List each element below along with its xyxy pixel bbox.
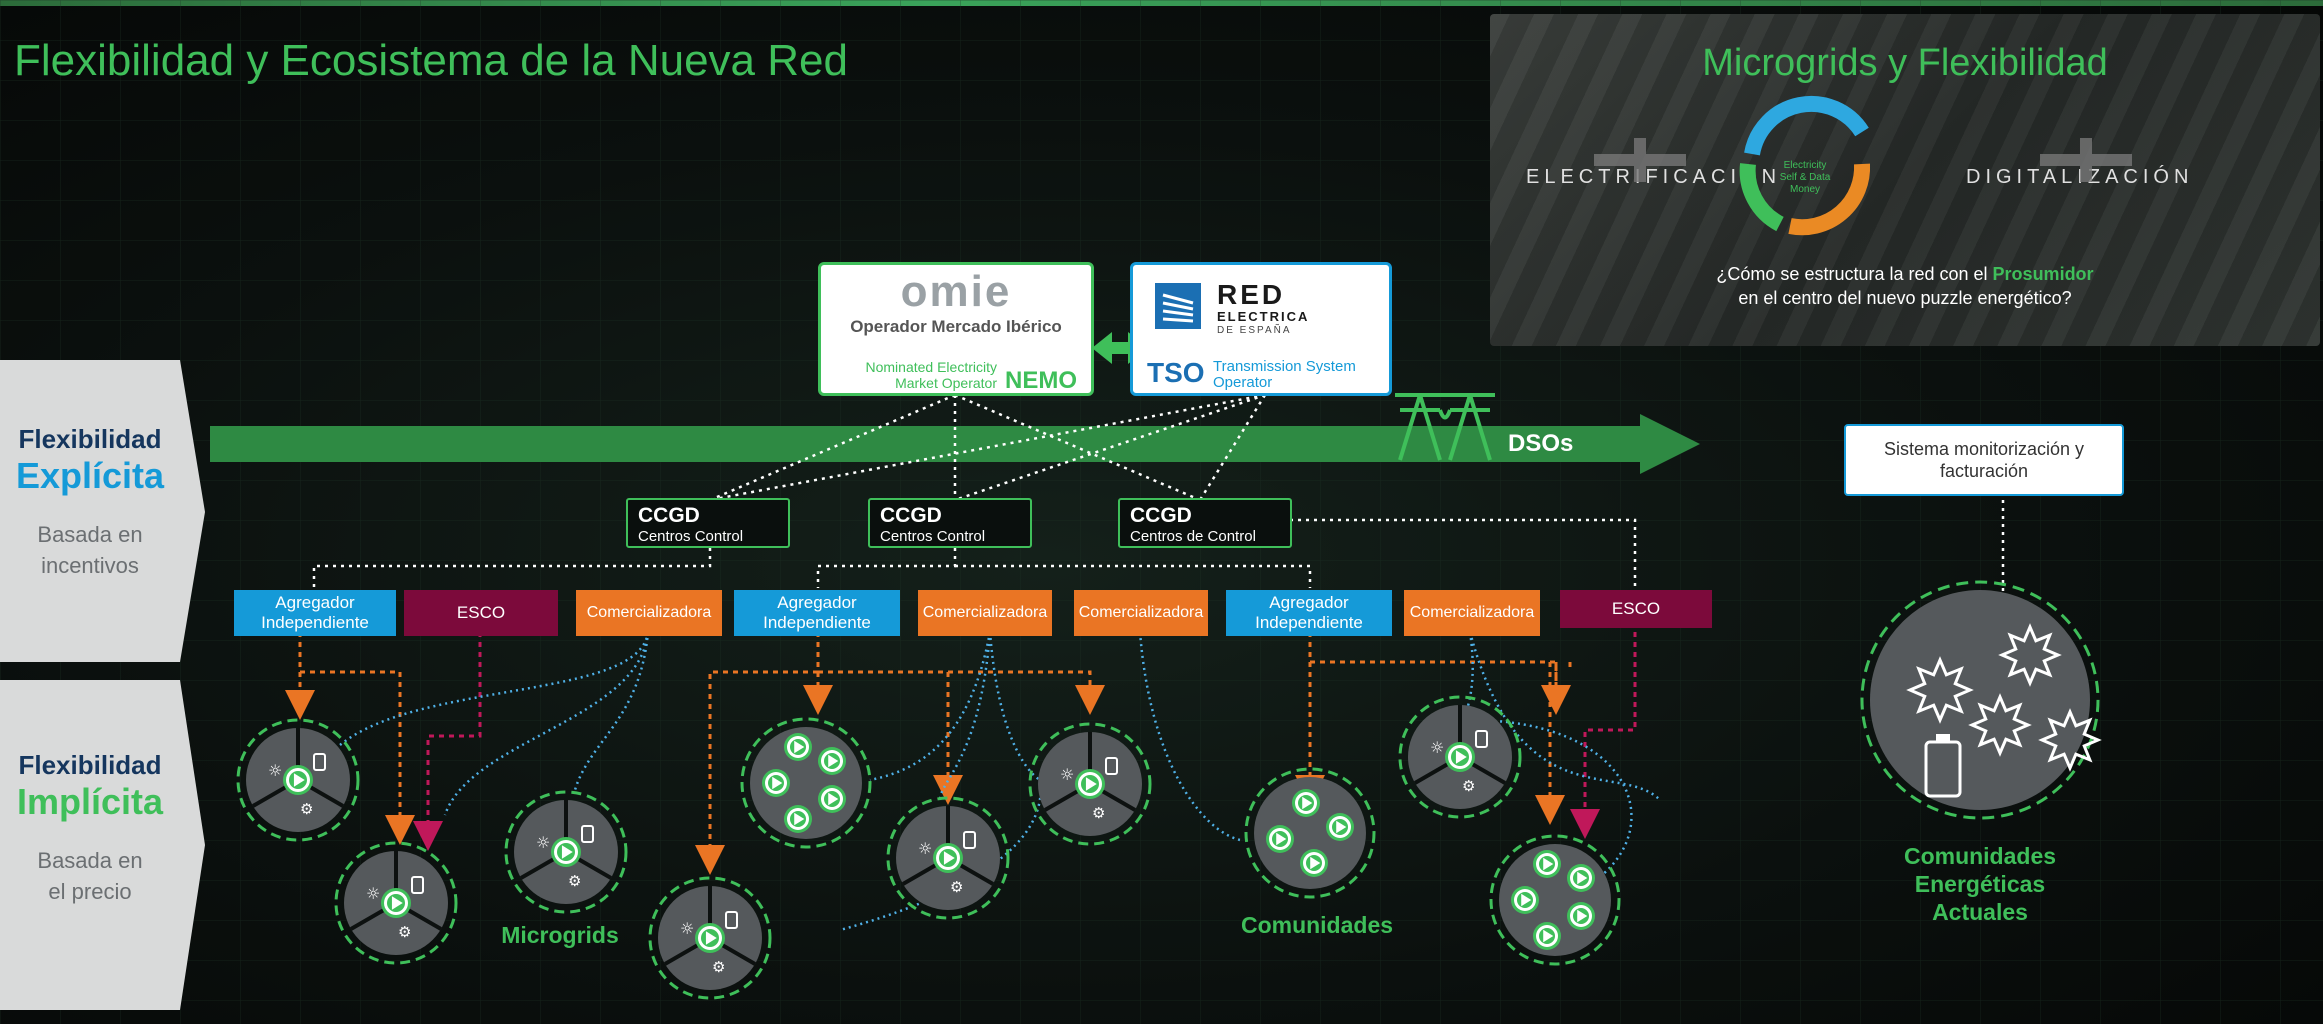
- svg-text:☼: ☼: [918, 839, 932, 858]
- svg-text:⚙: ⚙: [1092, 804, 1105, 822]
- video-thumbnail[interactable]: Microgrids y Flexibilidad ELECTRIFICACIO…: [1490, 14, 2320, 346]
- community-node-1: [740, 717, 872, 849]
- dso-arrow-head: [1640, 414, 1700, 474]
- video-title: Microgrids y Flexibilidad: [1702, 42, 2108, 84]
- svg-text:☼: ☼: [536, 833, 550, 852]
- community-node-2: [1244, 767, 1376, 899]
- video-backdrop: [1490, 14, 2320, 346]
- svg-text:⚙: ⚙: [1462, 777, 1475, 795]
- agregador-box-1: Agregador Independiente: [234, 590, 396, 636]
- prosumer-node-7: ☼⚙: [1398, 695, 1522, 819]
- omie-name: Operador Mercado Ibérico: [850, 317, 1062, 336]
- svg-text:☼: ☼: [680, 919, 694, 938]
- cycle-text: Electricity Self & Data Money: [1779, 160, 1831, 195]
- video-left-word: ELECTRIFICACION: [1526, 166, 1782, 188]
- svg-text:⚙: ⚙: [300, 800, 313, 818]
- implicit-label: Flexibilidad Implícita Basada en el prec…: [16, 750, 164, 904]
- dotted-links: [312, 393, 2005, 600]
- comercializadora-box-1: Comercializadora: [576, 590, 722, 636]
- omie-box: omie Operador Mercado Ibérico Nominated …: [818, 262, 1094, 396]
- page-title: Flexibilidad y Ecosistema de la Nueva Re…: [14, 36, 848, 85]
- ree-box: RED ELECTRICA DE ESPAÑA TSO Transmission…: [1130, 262, 1392, 396]
- monitor-box: Sistema monitorización y facturación: [1844, 424, 2124, 496]
- agregador-box-3: Agregador Independiente: [1226, 590, 1392, 636]
- omie-logo: omie: [900, 267, 1012, 316]
- explicit-label: Flexibilidad Explícita Basada en incenti…: [15, 424, 165, 578]
- prosumer-node-5: ☼⚙: [886, 796, 1010, 920]
- prosumer-node-2: ☼⚙: [334, 841, 458, 965]
- caption-actuales: Comunidades Energéticas Actuales: [1903, 843, 2057, 925]
- svg-text:⚙: ⚙: [398, 923, 411, 941]
- tso-label: TSO: [1147, 357, 1205, 388]
- comercializadora-box-2: Comercializadora: [918, 590, 1052, 636]
- prosumer-node-6: ☼⚙: [1028, 722, 1152, 846]
- svg-text:☼: ☼: [366, 884, 380, 903]
- svg-text:⚙: ⚙: [712, 958, 725, 976]
- side-chevrons: [0, 360, 205, 1010]
- esco-box-2: ESCO: [1560, 590, 1712, 628]
- prosumer-node-1: ☼⚙: [236, 718, 360, 842]
- prosumer-node-3: ☼⚙: [504, 790, 628, 914]
- existing-community-node: [1860, 580, 2102, 820]
- orange-links: [285, 632, 1572, 875]
- prosumer-node-4: ☼⚙: [648, 876, 772, 1000]
- svg-text:⚙: ⚙: [568, 872, 581, 890]
- community-node-3: [1489, 834, 1621, 966]
- tower-icon: [1395, 393, 1495, 461]
- video-right-word: DIGITALIZACIÓN: [1966, 166, 2194, 188]
- comercializadora-box-3: Comercializadora: [1074, 590, 1208, 636]
- ree-desc: Transmission System Operator: [1213, 358, 1356, 391]
- dso-label: DSOs: [1508, 430, 1574, 457]
- caption-comunidades: Comunidades: [1240, 912, 1394, 938]
- ree-logo-icon: [1155, 283, 1201, 329]
- svg-text:☼: ☼: [1430, 738, 1444, 757]
- omie-desc: Nominated Electricity Market Operator: [865, 359, 998, 391]
- esco-box-1: ESCO: [404, 590, 558, 636]
- caption-microgrids: Microgrids: [501, 922, 619, 948]
- chevron-implicit: [0, 680, 205, 1010]
- comercializadora-box-4: Comercializadora: [1404, 590, 1540, 636]
- video-question: ¿Cómo se estructura la red con el Prosum…: [1716, 264, 2094, 308]
- cycle-icon: [1594, 95, 2132, 236]
- chevron-explicit: [0, 360, 205, 662]
- svg-text:☼: ☼: [268, 761, 282, 780]
- esco-links: [413, 632, 1637, 851]
- svg-text:☼: ☼: [1060, 765, 1074, 784]
- svg-text:⚙: ⚙: [950, 878, 963, 896]
- nemo-label: NEMO: [1005, 367, 1077, 394]
- agregador-box-2: Agregador Independiente: [734, 590, 900, 636]
